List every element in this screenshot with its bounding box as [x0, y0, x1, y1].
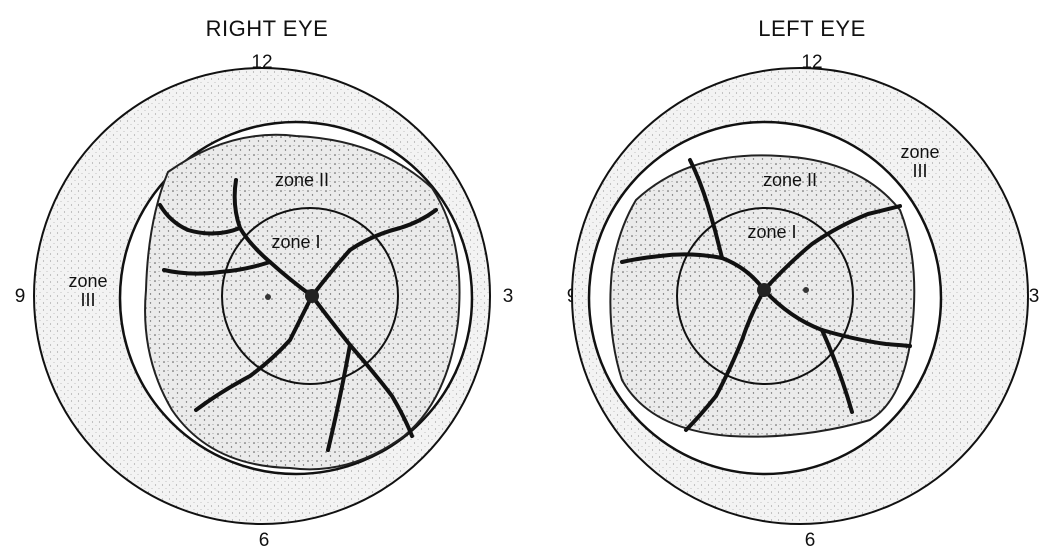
left-eye-zone-3-label-line1: zone: [900, 142, 939, 162]
right-eye-title: RIGHT EYE: [206, 16, 329, 41]
left-eye-zone-2-label: zone II: [763, 170, 817, 190]
left-eye-zone-3-label-line2: III: [912, 161, 927, 181]
left-eye-fovea: [803, 287, 809, 293]
right-eye-clock-6: 6: [259, 530, 270, 551]
right-eye-zone-3-label-line1: zone: [68, 271, 107, 291]
right-eye-optic-disc: [305, 289, 319, 303]
right-eye-diagram: RIGHT EYE 12 9 3 6 zone II zone I zone I…: [15, 16, 514, 551]
right-eye-clock-3: 3: [503, 286, 514, 307]
right-eye-clock-9: 9: [15, 286, 26, 307]
left-eye-title: LEFT EYE: [758, 16, 866, 41]
right-eye-zone-2-label: zone II: [275, 170, 329, 190]
left-eye-optic-disc: [757, 283, 771, 297]
left-eye-clock-6: 6: [805, 530, 816, 551]
left-eye-diagram: LEFT EYE 12 9 3 6 zone II zone I zone II…: [567, 16, 1040, 551]
right-eye-zone-1-label: zone I: [271, 232, 320, 252]
right-eye-zone-3-label-line2: III: [80, 290, 95, 310]
right-eye-fovea: [265, 294, 271, 300]
left-eye-zone-1-label: zone I: [747, 222, 796, 242]
left-eye-clock-3: 3: [1029, 286, 1040, 307]
